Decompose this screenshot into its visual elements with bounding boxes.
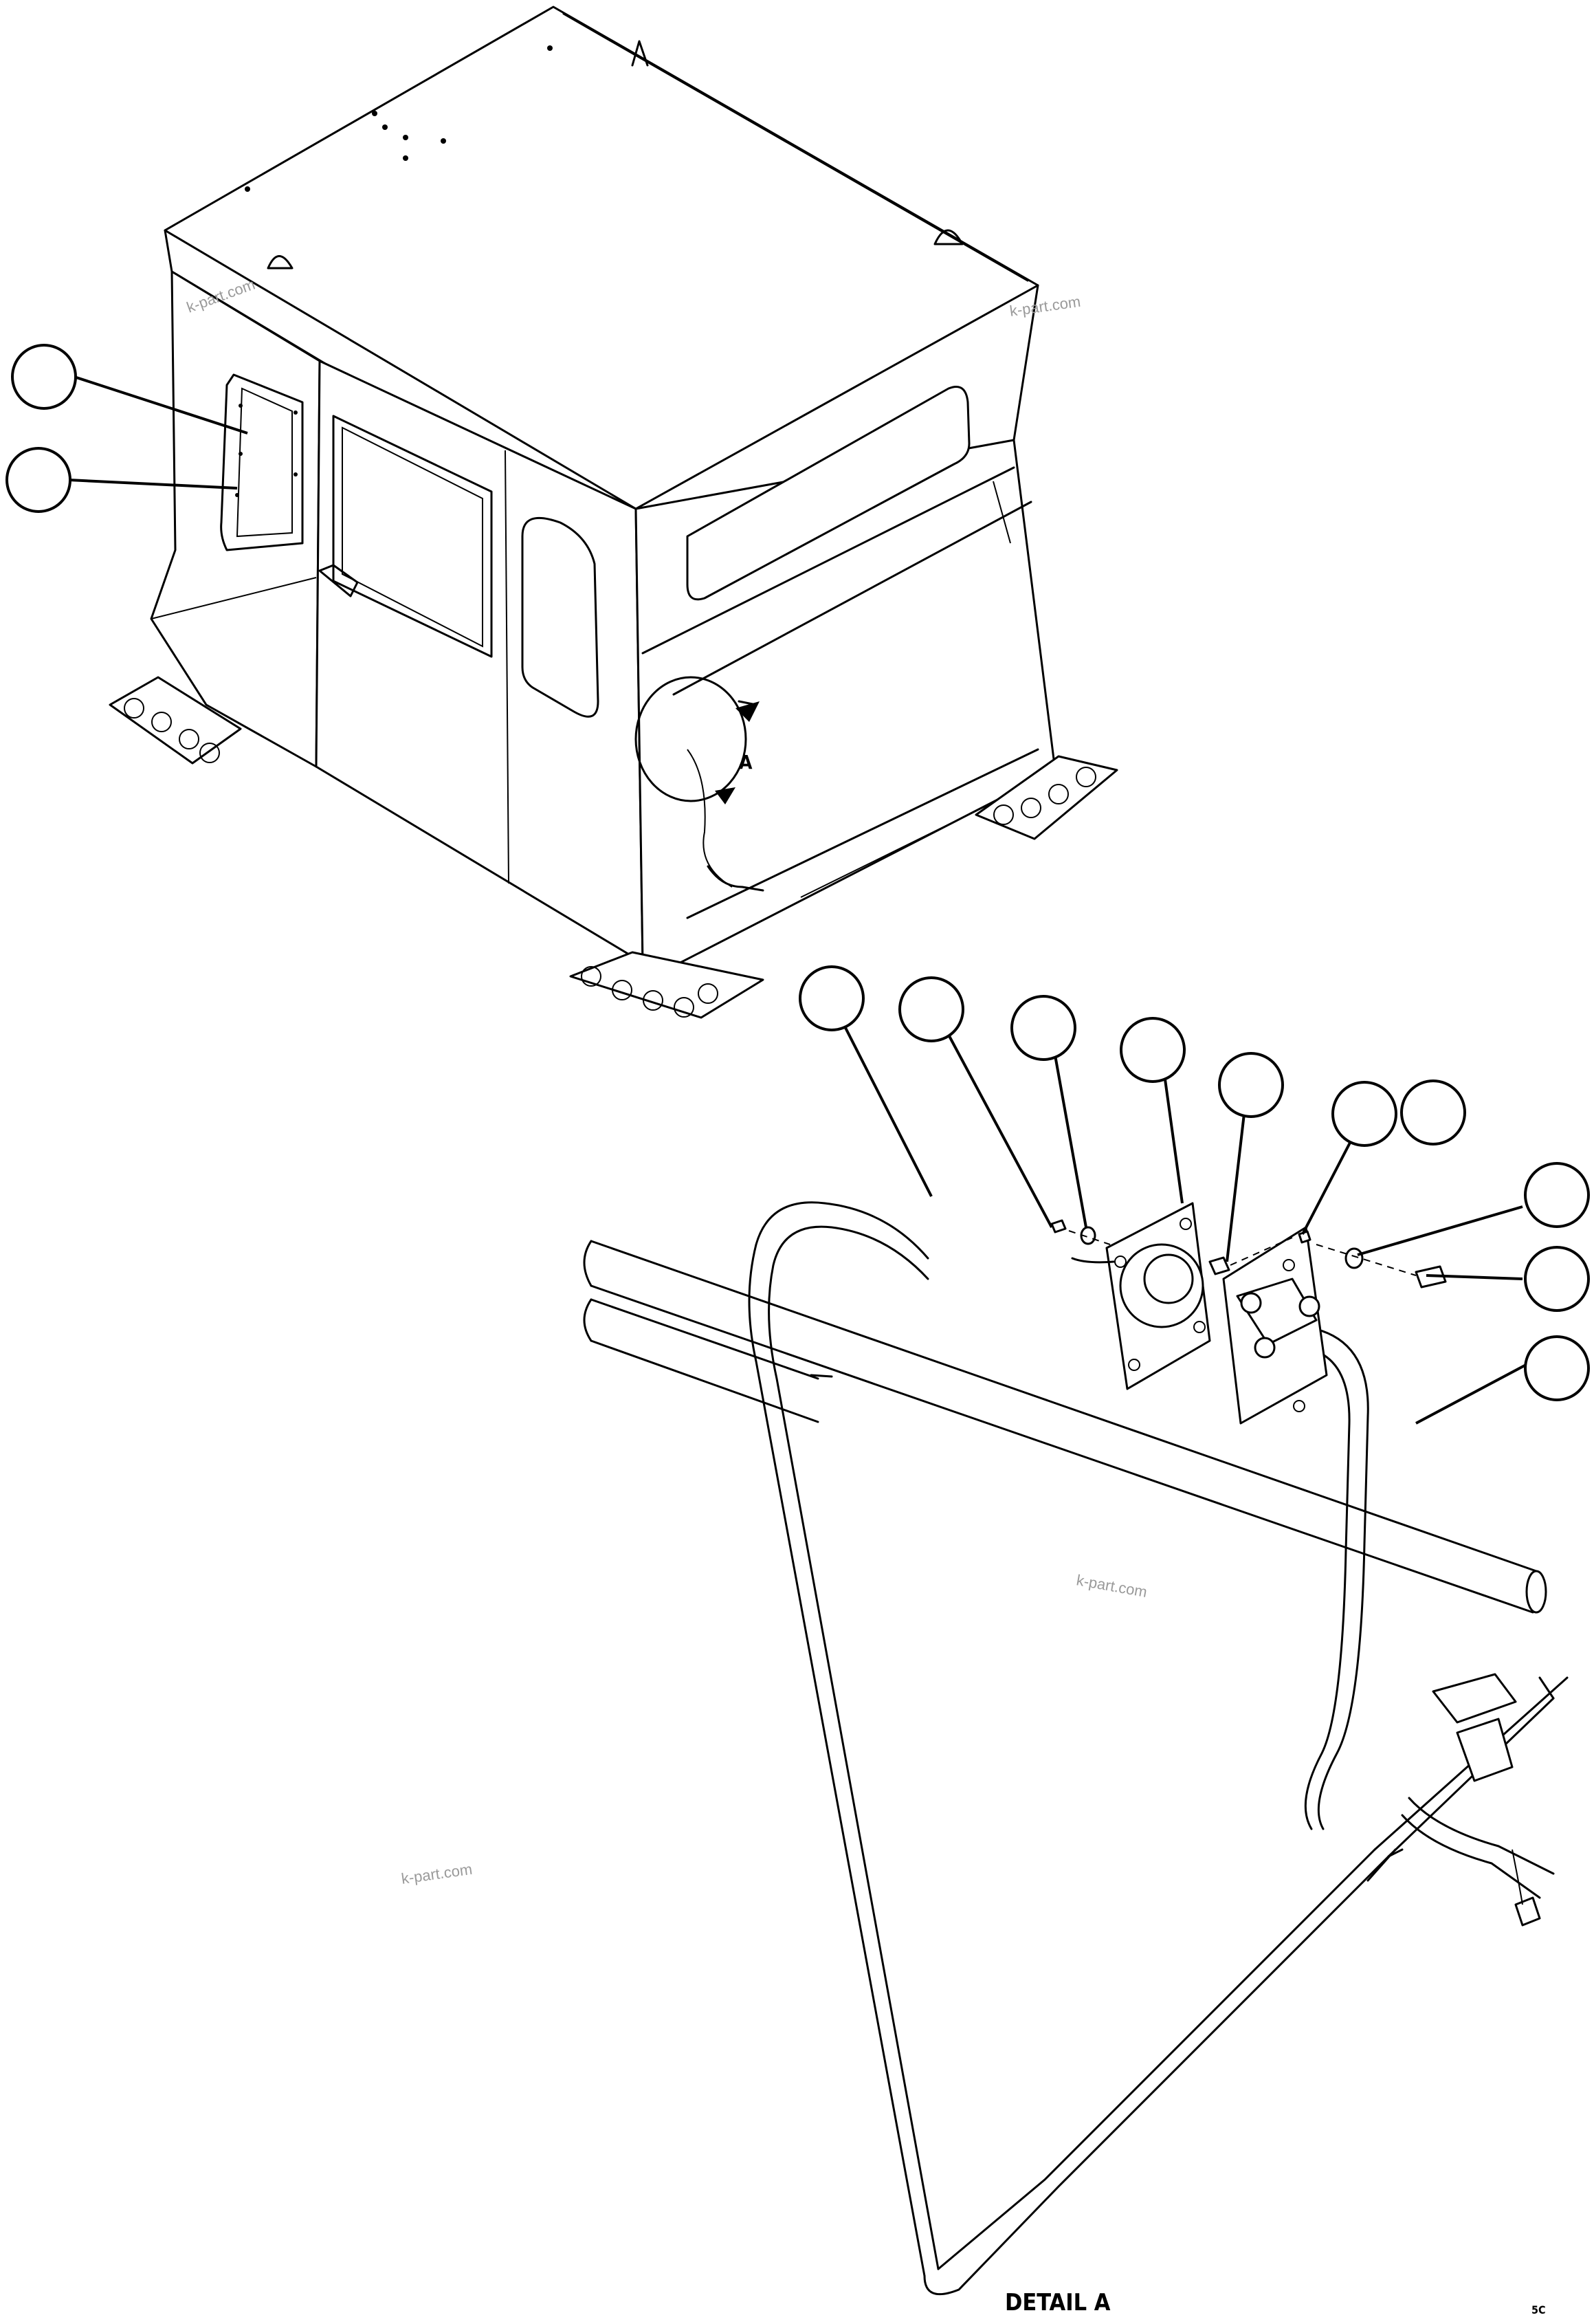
washer-b <box>1344 1247 1364 1269</box>
balloon-1 <box>11 344 77 410</box>
balloon-2 <box>5 447 71 513</box>
lifting-eye-left <box>267 255 294 270</box>
detail-a-circle <box>634 676 747 802</box>
cab-harness <box>687 749 733 888</box>
frame-tube-top <box>590 1240 1538 1572</box>
balloon-6 <box>1120 1017 1186 1083</box>
cab-assembly: A <box>109 6 1118 1019</box>
balloon-10 <box>1524 1162 1590 1228</box>
balloon-9 <box>1400 1079 1466 1145</box>
balloon-12 <box>1524 1335 1590 1401</box>
watermark-4: k-part.com <box>400 1861 473 1887</box>
balloon-5 <box>1010 995 1076 1061</box>
mounting-pad-left <box>109 676 242 765</box>
lifting-eye-right <box>933 229 964 245</box>
balloon-4 <box>898 976 964 1042</box>
watermark-3: k-part.com <box>1075 1571 1149 1601</box>
callouts <box>5 344 1590 1425</box>
side-window-small <box>521 516 599 718</box>
roof-hook <box>631 40 649 67</box>
fastener-b <box>1208 1256 1230 1275</box>
balloon-3 <box>799 965 865 1031</box>
corner-code: 5C <box>1531 2303 1546 2316</box>
balloon-8 <box>1331 1081 1397 1147</box>
balloon-7 <box>1218 1052 1284 1118</box>
harness-main-outer <box>748 1201 929 2277</box>
door-handle <box>318 564 359 598</box>
balloon-11 <box>1524 1246 1590 1312</box>
wire-terminal <box>1514 1896 1541 1927</box>
harness-right-outer <box>1305 1326 1369 1830</box>
left-window <box>220 373 304 551</box>
front-window <box>332 415 493 658</box>
view-letter-a: A <box>739 751 753 774</box>
fastener-a <box>1050 1219 1067 1234</box>
mounting-pad-front <box>569 951 764 1019</box>
right-upper-window <box>686 386 971 601</box>
detail-a-harness <box>583 1201 1569 2296</box>
detail-a-label: DETAIL A <box>1005 2289 1111 2316</box>
mounting-pad-right <box>975 755 1118 840</box>
plug-connector <box>1432 1673 1517 1724</box>
